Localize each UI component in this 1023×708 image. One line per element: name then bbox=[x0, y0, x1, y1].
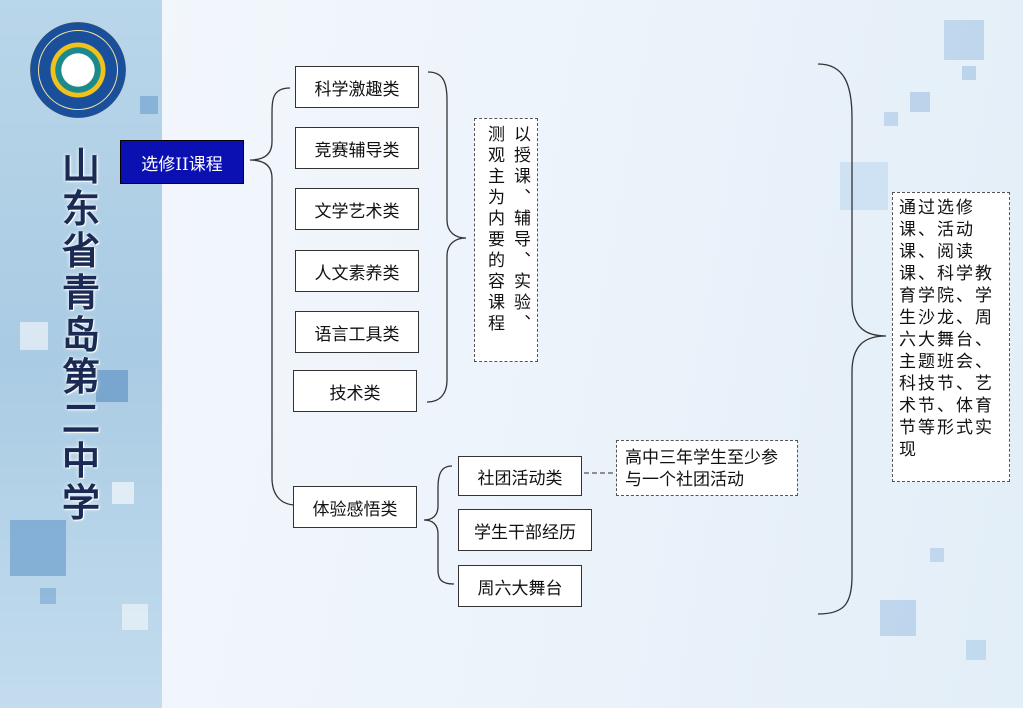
logo-ring bbox=[38, 30, 118, 110]
decor-square bbox=[140, 96, 158, 114]
decor-square bbox=[930, 548, 944, 562]
school-logo bbox=[30, 22, 126, 118]
experience-brace bbox=[423, 465, 455, 585]
root-brace bbox=[249, 87, 297, 506]
decor-square bbox=[10, 520, 66, 576]
decor-square bbox=[112, 482, 134, 504]
category-node: 文学艺术类 bbox=[295, 188, 419, 230]
experience-item-node: 周六大舞台 bbox=[458, 565, 582, 607]
decor-square bbox=[20, 322, 48, 350]
decor-square bbox=[944, 20, 984, 60]
decor-square bbox=[880, 600, 916, 636]
experience-item-node: 学生干部经历 bbox=[458, 509, 592, 551]
left-sidebar bbox=[0, 0, 162, 708]
experience-node: 体验感悟类 bbox=[293, 486, 417, 528]
decor-square bbox=[966, 640, 986, 660]
decor-square bbox=[40, 588, 56, 604]
category-node: 竞赛辅导类 bbox=[295, 127, 419, 169]
root-node: 选修II课程 bbox=[120, 140, 244, 184]
decor-square bbox=[122, 604, 148, 630]
category-node: 人文素养类 bbox=[295, 250, 419, 292]
decor-square bbox=[910, 92, 930, 112]
category-node: 语言工具类 bbox=[295, 311, 419, 353]
decor-square bbox=[884, 112, 898, 126]
decor-square bbox=[840, 162, 888, 210]
club-requirement-note: 高中三年学生至少参与一个社团活动 bbox=[616, 440, 798, 496]
decor-square bbox=[962, 66, 976, 80]
school-name-vertical: 山东省青岛第二中学 bbox=[61, 145, 100, 525]
category-node: 技术类 bbox=[293, 370, 417, 412]
implementation-note: 通过选修课、活动课、阅读课、科学教育学院、学生沙龙、周六大舞台、主题班会、科技节… bbox=[892, 192, 1010, 482]
decor-square bbox=[96, 370, 128, 402]
course-content-note: 以授课、辅导、实验、测观主为内要的容课程 bbox=[474, 118, 538, 362]
category-node: 科学激趣类 bbox=[295, 66, 419, 108]
right-brace bbox=[817, 63, 887, 615]
courses-brace bbox=[426, 71, 467, 403]
experience-item-node: 社团活动类 bbox=[458, 456, 582, 496]
